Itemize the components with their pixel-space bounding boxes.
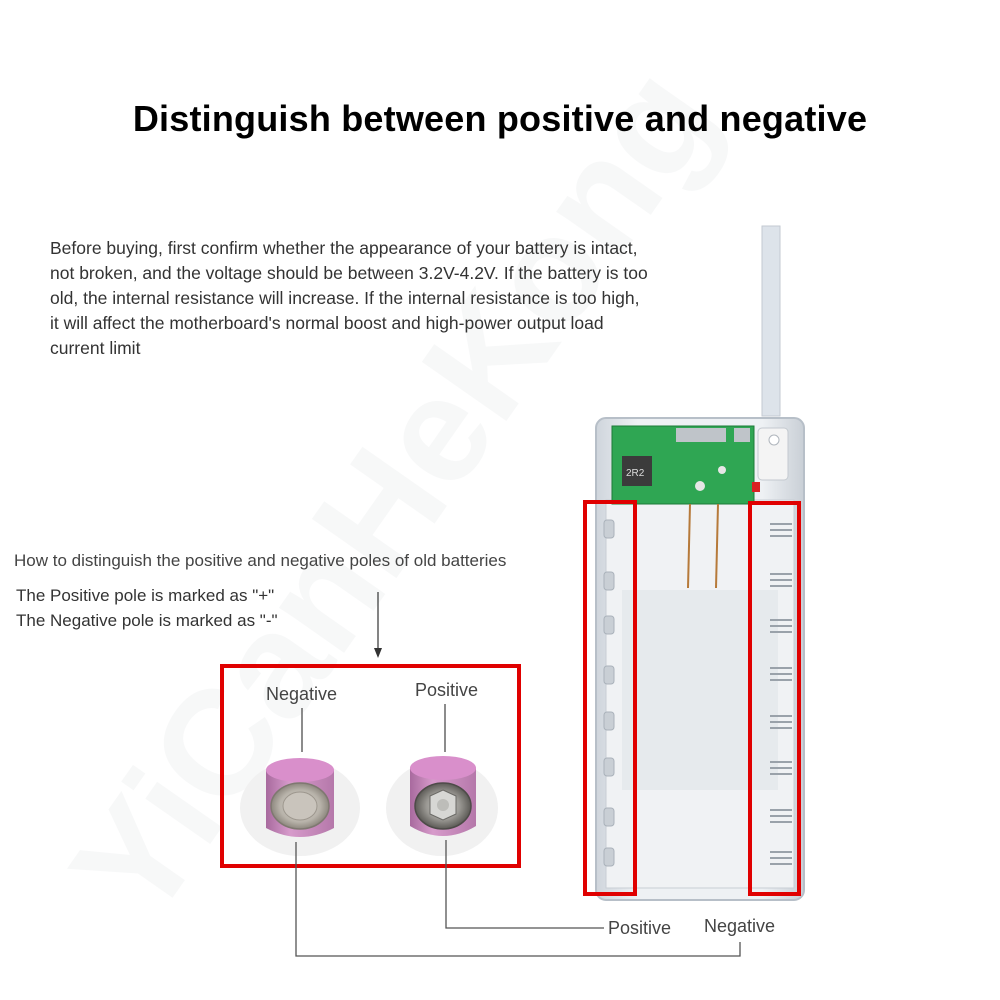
page-title: Distinguish between positive and negativ…	[132, 98, 868, 139]
intro-line: it will affect the motherboard's normal …	[50, 313, 604, 333]
down-arrow-icon	[374, 592, 382, 658]
negative-connector-line	[295, 842, 741, 957]
positive-connector-line	[445, 840, 604, 929]
positive-label-bottom: Positive	[608, 918, 672, 938]
positive-battery	[386, 756, 498, 856]
negative-label-top: Negative	[266, 684, 338, 704]
intro-paragraph: Before buying, first confirm whether the…	[50, 236, 750, 361]
intro-line: current limit	[50, 338, 141, 358]
intro-line: Before buying, first confirm whether the…	[50, 238, 638, 258]
negative-label-bottom: Negative	[704, 916, 776, 936]
positive-rule: The Positive pole is marked as "+"	[16, 586, 275, 605]
negative-rule: The Negative pole is marked as "-"	[16, 611, 278, 630]
power-bank-case: 2R2	[595, 225, 805, 901]
negative-contacts-highlight	[583, 500, 637, 896]
pcb-marking: 2R2	[626, 468, 645, 479]
positive-contacts-highlight	[748, 501, 801, 896]
negative-battery	[240, 758, 360, 856]
intro-line: not broken, and the voltage should be be…	[50, 263, 648, 283]
positive-label-top: Positive	[415, 680, 479, 700]
intro-line: old, the internal resistance will increa…	[50, 288, 640, 308]
battery-comparison-highlight	[220, 664, 521, 868]
howto-heading: How to distinguish the positive and nega…	[14, 551, 507, 570]
